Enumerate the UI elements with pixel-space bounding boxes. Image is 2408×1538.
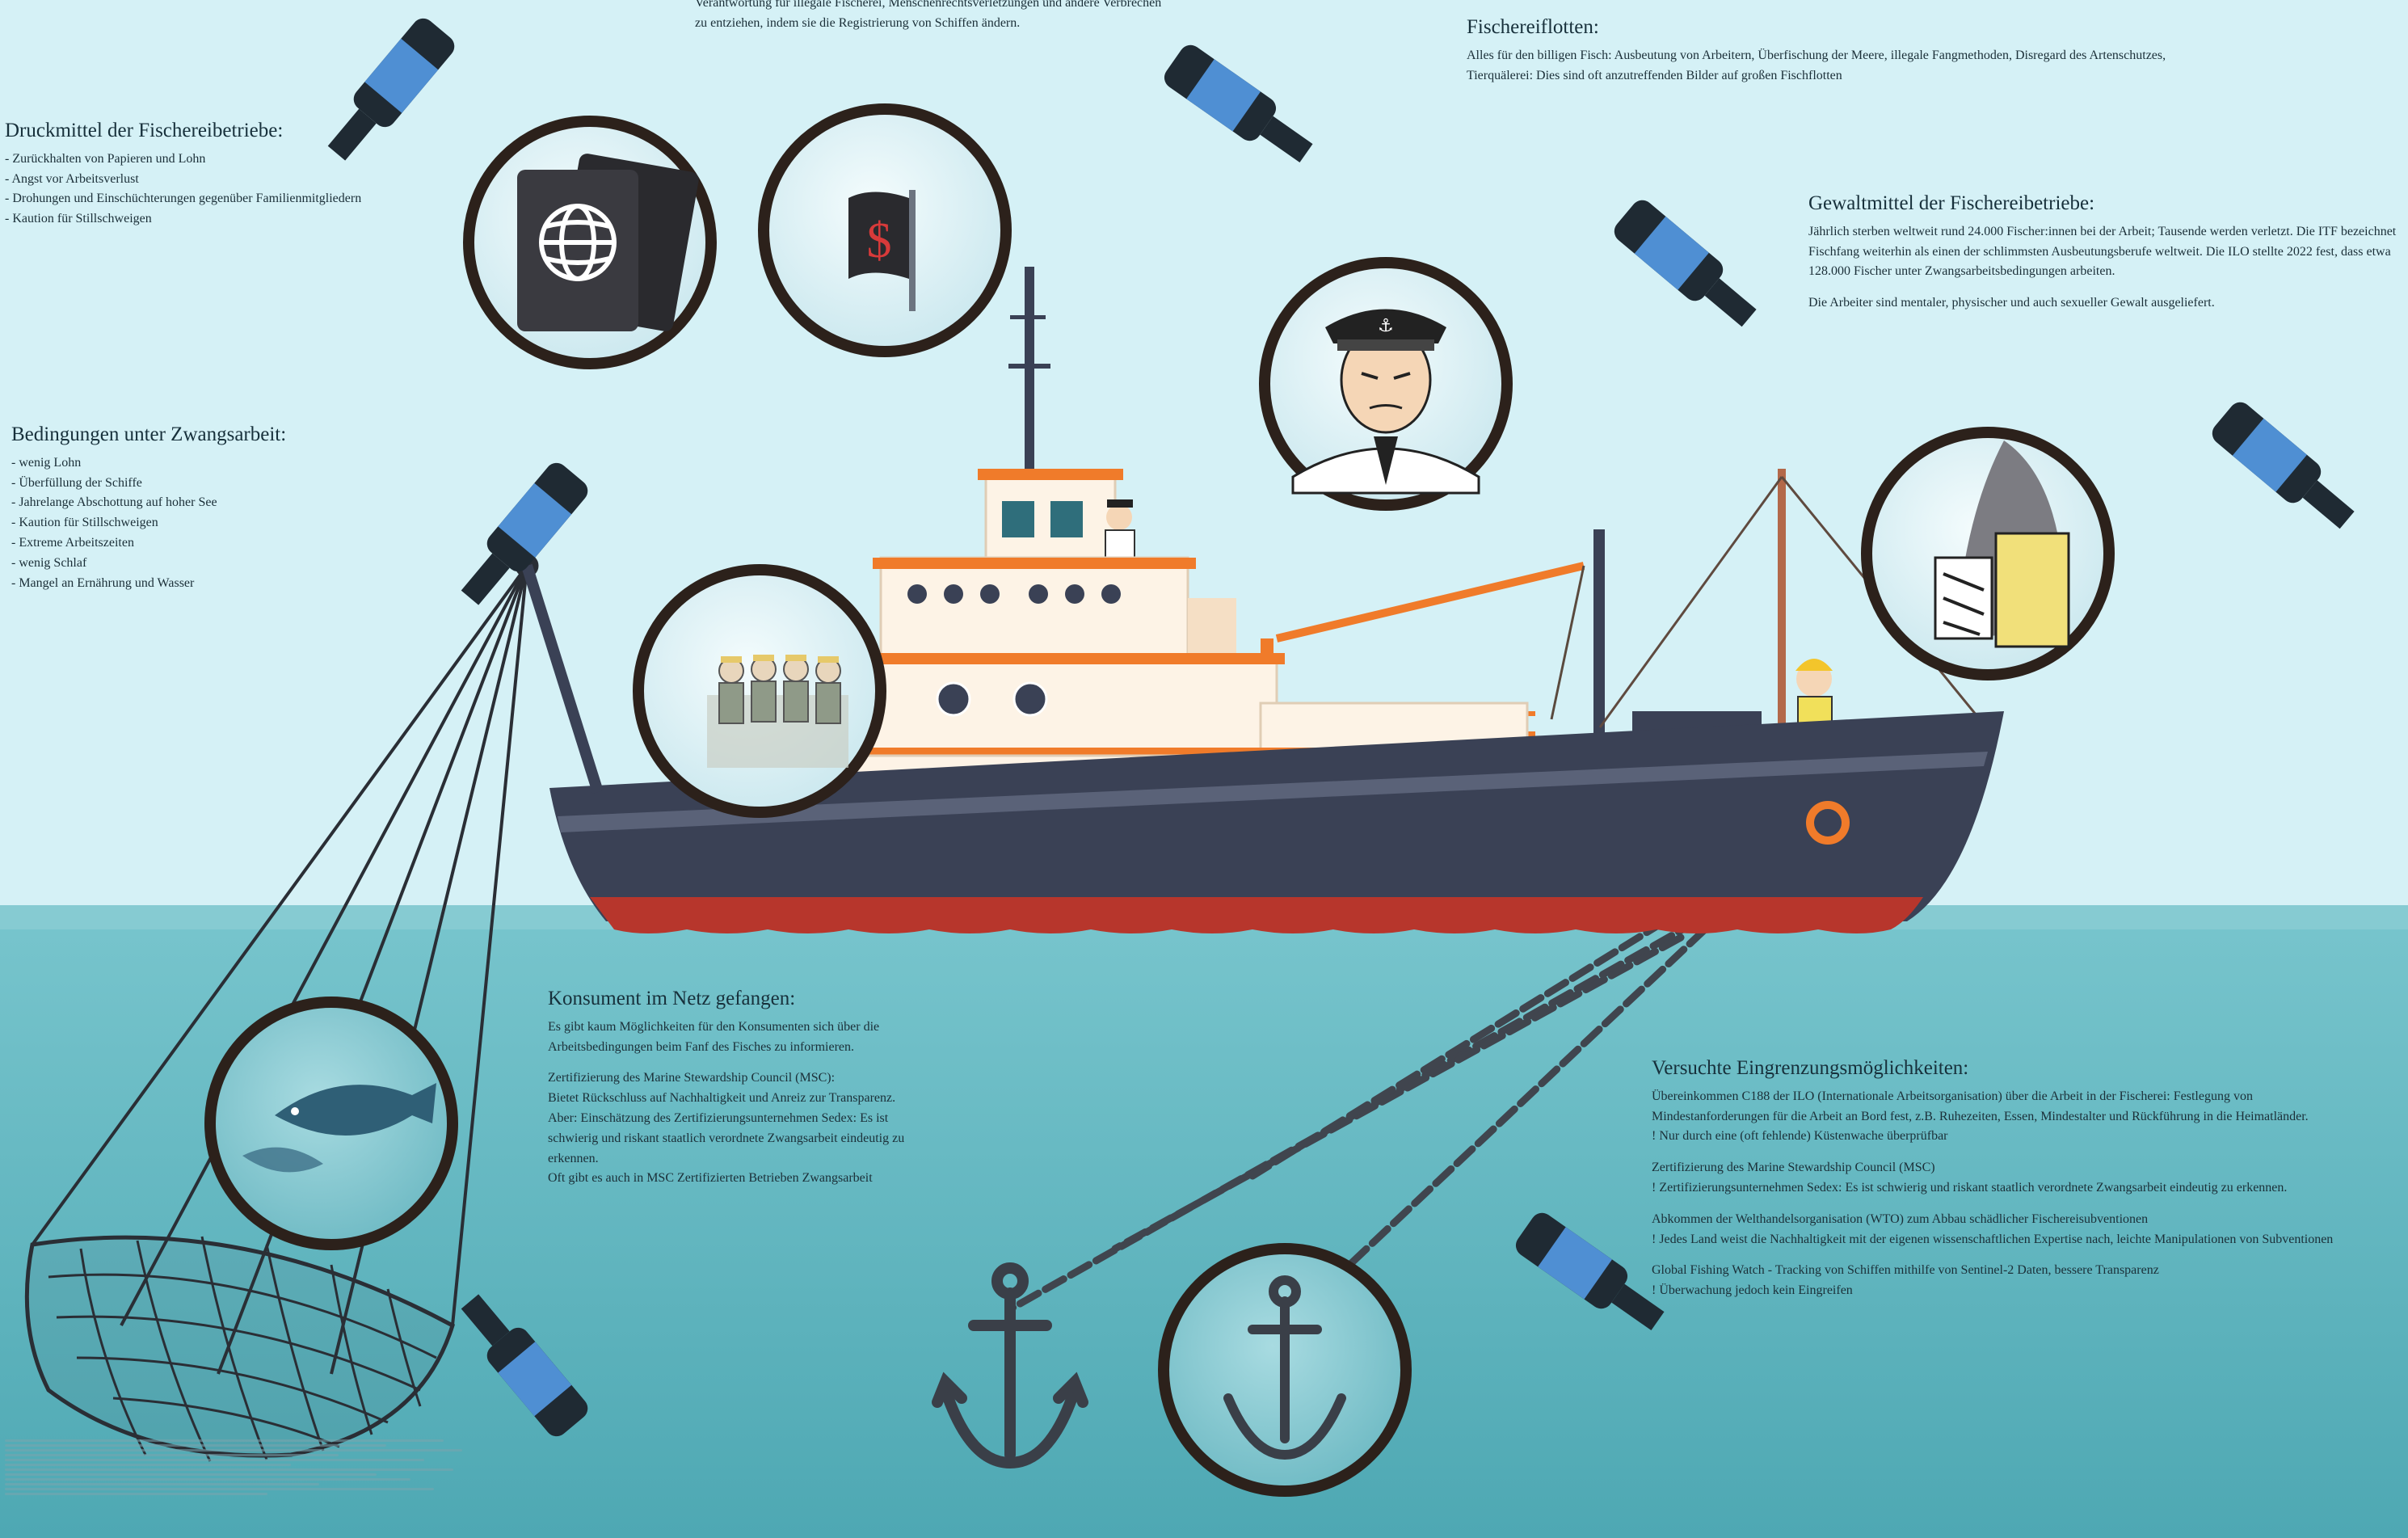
eingrenzung-paragraph: Abkommen der Welthandelsorganisation (WT… bbox=[1652, 1211, 2149, 1226]
hull-stripe bbox=[558, 752, 1988, 832]
eingrenzung-paragraph: ! Zertifizierungsunternehmen Sedex: Es i… bbox=[1652, 1180, 2288, 1195]
eingrenzung-paragraph: ! Überwachung jedoch kein Eingreifen bbox=[1652, 1283, 1853, 1298]
top-partial-line-1: Verantwortung für illegale Fischerei, Me… bbox=[695, 0, 1162, 10]
hull-bottom-red bbox=[590, 897, 1923, 933]
svg-text:⚓: ⚓ bbox=[1378, 316, 1394, 336]
captain-icon: ⚓ bbox=[1291, 309, 1480, 495]
bedingungen-title: Bedingungen unter Zwangsarbeit: bbox=[11, 423, 287, 445]
crew-icon bbox=[707, 655, 848, 768]
magnifier-worker bbox=[1861, 427, 2115, 681]
magnifier-passport bbox=[463, 116, 717, 369]
magnifier-captain: ⚓ bbox=[1259, 257, 1513, 511]
bedingungen-item: - Jahrelange Abschottung auf hoher See bbox=[11, 495, 217, 510]
bedingungen-item: - wenig Lohn bbox=[11, 455, 82, 470]
bedingungen-block: Bedingungen unter Zwangsarbeit: - wenig … bbox=[11, 423, 367, 593]
gewaltmittel-block: Gewaltmittel der Fischereibetriebe: Jähr… bbox=[1808, 192, 2405, 314]
eingrenzung-paragraph: Global Fishing Watch - Tracking von Schi… bbox=[1652, 1263, 2159, 1278]
eingrenzung-block: Versuchte Eingrenzungsmöglichkeiten: Übe… bbox=[1652, 1057, 2363, 1301]
fischereiflotten-title: Fischereiflotten: bbox=[1467, 16, 1599, 38]
fischereiflotten-text: Alles für den billigen Fisch: Ausbeutung… bbox=[1467, 48, 2166, 82]
lifebuoy-icon bbox=[1806, 801, 1850, 845]
magnifier-fish bbox=[204, 997, 458, 1250]
worker-icon bbox=[1934, 440, 2070, 648]
gewaltmittel-title: Gewaltmittel der Fischereibetriebe: bbox=[1808, 192, 2095, 214]
druckmittel-item: - Kaution für Stillschweigen bbox=[5, 212, 152, 226]
passport-icon bbox=[517, 154, 699, 331]
eingrenzung-title: Versuchte Eingrenzungsmöglichkeiten: bbox=[1652, 1057, 1969, 1079]
konsument-paragraph: Bietet Rückschluss auf Nachhaltigkeit un… bbox=[548, 1091, 896, 1106]
gewaltmittel-text: Jährlich sterben weltweit rund 24.000 Fi… bbox=[1808, 224, 2397, 279]
magnifier-handles bbox=[327, 18, 2355, 1437]
konsument-paragraph: Oft gibt es auch in MSC Zertifizierten B… bbox=[548, 1171, 873, 1186]
anchor-icon-lens bbox=[1223, 1275, 1346, 1460]
top-partial-text: Verantwortung für illegale Fischerei, Me… bbox=[695, 0, 1438, 34]
fishing-net-group bbox=[24, 554, 539, 1462]
bedingungen-item: - Extreme Arbeitszeiten bbox=[11, 535, 134, 550]
konsument-title: Konsument im Netz gefangen: bbox=[548, 988, 796, 1009]
globe-icon bbox=[539, 204, 617, 281]
eingrenzung-paragraph: ! Jedes Land weist die Nachhaltigkeit mi… bbox=[1652, 1232, 2334, 1246]
bedingungen-item: - Überfüllung der Schiffe bbox=[11, 475, 142, 490]
hull bbox=[549, 711, 2004, 921]
eingrenzung-paragraph: Zertifizierung des Marine Stewardship Co… bbox=[1652, 1161, 1935, 1175]
magnifier-flag: $ bbox=[758, 103, 1012, 357]
druckmittel-item: - Angst vor Arbeitsverlust bbox=[5, 171, 139, 186]
bedingungen-item: - wenig Schlaf bbox=[11, 555, 87, 570]
chain-icon bbox=[1006, 917, 1709, 1338]
bedingungen-item: - Kaution für Stillschweigen bbox=[11, 516, 158, 530]
druckmittel-title: Druckmittel der Fischereibetriebe: bbox=[5, 120, 284, 141]
magnifier-crew bbox=[633, 564, 886, 818]
eingrenzung-paragraph: ! Nur durch eine (oft fehlende) Küstenwa… bbox=[1652, 1129, 1948, 1144]
konsument-paragraph: Es gibt kaum Möglichkeiten für den Konsu… bbox=[548, 1019, 880, 1054]
gewaltmittel-text-2: Die Arbeiter sind mentaler, physischer u… bbox=[1808, 296, 2215, 310]
anchor-icon bbox=[932, 1262, 1088, 1469]
bedingungen-item: - Mangel an Ernährung und Wasser bbox=[11, 575, 195, 590]
eingrenzung-paragraph: Übereinkommen C188 der ILO (Internationa… bbox=[1652, 1089, 2309, 1123]
magnifier-anchor bbox=[1158, 1243, 1412, 1497]
fischereiflotten-block: Fischereiflotten: Alles für den billigen… bbox=[1467, 16, 2170, 86]
druckmittel-block: Druckmittel der Fischereibetriebe: - Zur… bbox=[5, 120, 393, 230]
druckmittel-item: - Zurückhalten von Papieren und Lohn bbox=[5, 151, 206, 166]
druckmittel-item: - Drohungen und Einschüchterungen gegenü… bbox=[5, 192, 362, 206]
konsument-paragraph: Aber: Einschätzung des Zertifizierungsun… bbox=[548, 1110, 905, 1165]
konsument-block: Konsument im Netz gefangen: Es gibt kaum… bbox=[548, 988, 936, 1189]
fish-icon bbox=[242, 1083, 436, 1173]
tiny-source-lines bbox=[5, 1437, 482, 1498]
konsument-paragraph: Zertifizierung des Marine Stewardship Co… bbox=[548, 1071, 836, 1085]
flag-icon: $ bbox=[848, 190, 916, 311]
ship bbox=[521, 267, 2004, 933]
top-partial-line-2: zu entziehen, indem sie die Registrierun… bbox=[695, 15, 1021, 30]
flag-dollar-symbol: $ bbox=[867, 213, 892, 268]
